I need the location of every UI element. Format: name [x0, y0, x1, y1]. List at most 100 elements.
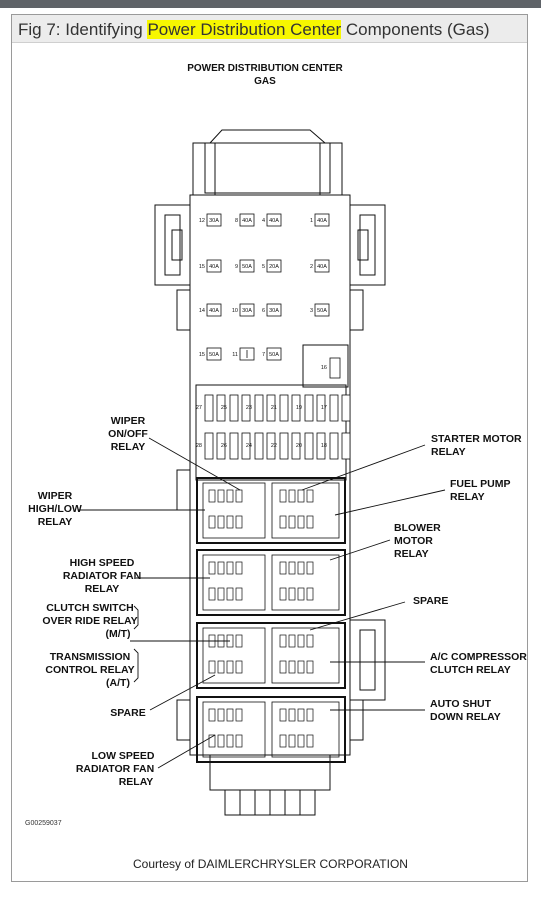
relay-pin — [235, 561, 243, 575]
fuse-rating: 40A — [209, 308, 219, 314]
relay-pin — [288, 587, 296, 601]
relay-pin — [306, 660, 314, 674]
relay-pin — [208, 515, 216, 529]
relay-socket — [271, 627, 340, 684]
mini-fuse-number: 18 — [321, 443, 327, 449]
mini-fuse — [316, 432, 326, 460]
relay-socket — [202, 627, 266, 684]
mini-fuse — [279, 432, 289, 460]
fuse-number: 8 — [235, 218, 238, 224]
mini-fuse-number: 26 — [221, 443, 227, 449]
fuse-rating: 40A — [269, 218, 279, 224]
right-labels: STARTER MOTOR RELAY FUEL PUMP RELAY BLOW… — [394, 433, 527, 723]
relay-pin — [235, 734, 243, 748]
caption-prefix: Fig 7: Identifying — [18, 20, 148, 39]
relay-pin — [306, 708, 314, 722]
maxi-fuse — [266, 259, 282, 273]
relay-pin — [297, 515, 305, 529]
label-blower-2: MOTOR — [394, 535, 433, 547]
mini-fuse — [241, 394, 251, 422]
relay-socket — [271, 482, 340, 539]
relay-pin — [297, 660, 305, 674]
mini-fuse-number: 22 — [271, 443, 277, 449]
relay-socket — [271, 701, 340, 758]
relay-pin — [306, 489, 314, 503]
fuse-number: 10 — [232, 308, 238, 314]
fuse-number: 2 — [310, 264, 313, 270]
mini-fuse — [341, 394, 351, 422]
mini-fuse — [204, 394, 214, 422]
maxi-fuse — [314, 259, 330, 273]
relay-socket — [202, 482, 266, 539]
relay-pin — [279, 587, 287, 601]
fuse-rating: 50A — [242, 264, 252, 270]
relay-socket — [271, 554, 340, 611]
relay-pin — [208, 708, 216, 722]
relay-pin — [288, 708, 296, 722]
relay-pin — [297, 708, 305, 722]
figure-credit: Courtesy of DAIMLERCHRYSLER CORPORATION — [133, 857, 408, 871]
label-auto-shutdown-1: AUTO SHUT — [430, 698, 492, 710]
fuse-rating: 50A — [317, 308, 327, 314]
relay-pin — [288, 634, 296, 648]
relay-pin — [297, 734, 305, 748]
fuse-number: 11 — [232, 352, 238, 358]
fuse-rating: 50A — [209, 352, 219, 358]
relay-pin — [208, 734, 216, 748]
mini-fuse — [341, 432, 351, 460]
fuse-rating: 30A — [269, 308, 279, 314]
mini-fuse-number: 24 — [246, 443, 252, 449]
label-wiper-onoff-2: ON/OFF — [108, 428, 148, 440]
mini-fuse-number: 21 — [271, 405, 277, 411]
relay-pin — [208, 489, 216, 503]
fuse-number: 5 — [262, 264, 265, 270]
fuse-number: 16 — [321, 365, 327, 371]
label-starter-motor-2: RELAY — [431, 446, 466, 458]
relay-pin — [279, 660, 287, 674]
label-wiper-highlow-3: RELAY — [38, 516, 73, 528]
maxi-fuse — [239, 213, 255, 227]
maxi-fuse — [266, 347, 282, 361]
label-starter-motor-1: STARTER MOTOR — [431, 433, 522, 445]
relay-pin — [288, 515, 296, 529]
label-clutch-switch-1: CLUTCH SWITCH — [46, 602, 134, 614]
relay-pin — [306, 634, 314, 648]
label-transmission-1: TRANSMISSION — [50, 651, 131, 663]
mini-fuse — [291, 432, 301, 460]
label-wiper-highlow-1: WIPER — [38, 490, 73, 502]
relay-pin — [226, 489, 234, 503]
fuse-number: 15 — [199, 264, 205, 270]
mini-fuse — [266, 394, 276, 422]
mini-fuse — [329, 432, 339, 460]
relay-pin — [306, 734, 314, 748]
label-low-speed-fan-2: RADIATOR FAN — [76, 763, 154, 775]
relay-pin — [235, 587, 243, 601]
top-bar — [0, 0, 541, 8]
mini-fuse — [316, 394, 326, 422]
relay-pin — [226, 708, 234, 722]
label-transmission-3: (A/T) — [106, 677, 130, 689]
label-wiper-highlow-2: HIGH/LOW — [28, 503, 82, 515]
label-blower-3: RELAY — [394, 548, 429, 560]
relay-pin — [235, 708, 243, 722]
mini-fuse-number: 19 — [296, 405, 302, 411]
diagram-title-line2: GAS — [254, 76, 276, 87]
relay-pin — [279, 515, 287, 529]
maxi-fuse — [206, 259, 222, 273]
mini-fuse-number: 25 — [221, 405, 227, 411]
mini-fuse — [279, 394, 289, 422]
label-ac-compressor-1: A/C COMPRESSOR — [430, 651, 527, 663]
mini-fuse — [266, 432, 276, 460]
fuse-rating: 30A — [209, 218, 219, 224]
maxi-fuse — [239, 303, 255, 317]
relay-blocks — [202, 482, 340, 758]
label-high-speed-fan-3: RELAY — [85, 583, 120, 595]
fuse-rating: 30A — [242, 308, 252, 314]
label-auto-shutdown-2: DOWN RELAY — [430, 711, 501, 723]
relay-pin — [235, 489, 243, 503]
mini-fuse — [229, 394, 239, 422]
maxi-fuse — [206, 213, 222, 227]
label-ac-compressor-2: CLUTCH RELAY — [430, 664, 511, 676]
label-blower-1: BLOWER — [394, 522, 441, 534]
